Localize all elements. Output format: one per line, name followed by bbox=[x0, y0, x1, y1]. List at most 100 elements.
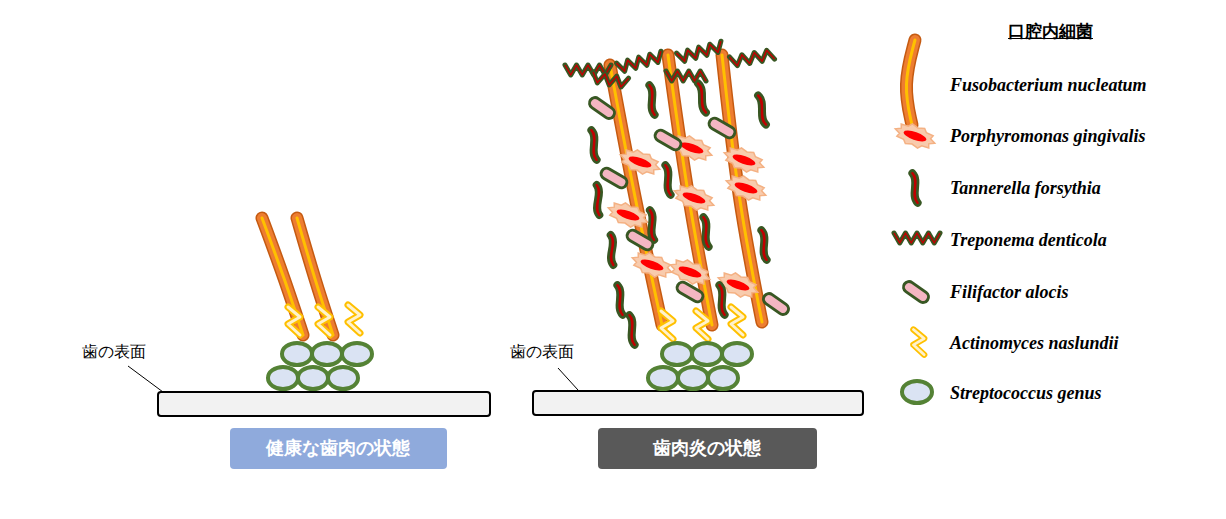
cell-halo bbox=[892, 119, 939, 153]
streptococcus-cell bbox=[298, 367, 328, 389]
cell-halo bbox=[667, 255, 714, 289]
porphyromonas-cell bbox=[617, 145, 664, 179]
actinomyces-cell bbox=[288, 307, 300, 335]
filifactor-cell bbox=[901, 279, 930, 304]
state-box: 健康な歯肉の状態 bbox=[230, 428, 447, 469]
cell-outline bbox=[318, 307, 330, 335]
streptococcus-cell bbox=[312, 343, 342, 365]
cell-body bbox=[707, 116, 737, 140]
spiral-body bbox=[666, 71, 706, 81]
cell-halo bbox=[605, 198, 652, 232]
filifactor-cell bbox=[625, 228, 655, 252]
rod-core bbox=[702, 217, 711, 247]
rod-core bbox=[648, 210, 656, 240]
rod-body bbox=[696, 83, 707, 113]
cell-core bbox=[913, 330, 924, 355]
streptococcus-cell bbox=[902, 381, 932, 403]
tannerella-rod bbox=[718, 285, 727, 315]
streptococcus-cell bbox=[722, 343, 752, 365]
spiral-core bbox=[729, 49, 774, 66]
streptococcus-cell bbox=[328, 367, 358, 389]
rod-body bbox=[590, 130, 599, 160]
tannerella-rod bbox=[609, 235, 615, 265]
rod-core bbox=[628, 315, 637, 345]
filifactor-cell bbox=[761, 291, 790, 316]
filifactor-cell bbox=[653, 128, 683, 152]
cell-halo bbox=[629, 248, 676, 282]
tooth-surface bbox=[158, 392, 490, 416]
tooth-surface bbox=[533, 391, 863, 415]
leader-line bbox=[128, 366, 163, 392]
rod-core bbox=[616, 285, 625, 315]
surface-label: 歯の表面 bbox=[82, 342, 146, 363]
rod-body bbox=[906, 40, 915, 125]
treponema-spiral bbox=[676, 41, 723, 63]
porphyromonas-cell bbox=[892, 119, 939, 153]
rod-core bbox=[664, 165, 673, 195]
cell-body bbox=[902, 128, 927, 144]
tannerella-rod bbox=[648, 85, 657, 115]
cell-body bbox=[675, 280, 705, 304]
leader-line bbox=[558, 368, 578, 390]
legend-entry: Treponema denticola bbox=[950, 230, 1107, 251]
cell-core bbox=[661, 311, 673, 339]
cell-body bbox=[639, 257, 664, 273]
cell-body bbox=[587, 95, 616, 120]
rod-body bbox=[609, 235, 615, 265]
cell-outline bbox=[661, 311, 673, 339]
streptococcus-cell bbox=[282, 343, 312, 365]
legend-entry: Actinomyces naslundii bbox=[950, 333, 1119, 354]
spiral-body bbox=[616, 51, 663, 73]
tannerella-rod bbox=[590, 130, 599, 160]
treponema-spiral bbox=[729, 49, 774, 66]
cell-core bbox=[731, 307, 743, 335]
cell-halo bbox=[617, 145, 664, 179]
rod-core bbox=[696, 83, 707, 113]
rod-outline bbox=[610, 65, 662, 325]
cell-halo bbox=[671, 181, 718, 215]
porphyromonas-cell bbox=[671, 181, 718, 215]
cell-body bbox=[625, 228, 655, 252]
rod-core bbox=[760, 230, 769, 260]
rod-body bbox=[616, 285, 625, 315]
spiral-core bbox=[616, 51, 663, 73]
streptococcus-cell bbox=[648, 367, 678, 389]
streptococcus-cell bbox=[342, 343, 372, 365]
spiral-body bbox=[729, 49, 774, 66]
porphyromonas-cell bbox=[667, 255, 714, 289]
cell-outline bbox=[348, 305, 360, 333]
rod-core bbox=[595, 185, 601, 215]
rod-core bbox=[609, 235, 615, 265]
treponema-spiral bbox=[591, 72, 628, 88]
rod-body bbox=[760, 230, 769, 260]
tannerella-rod bbox=[664, 165, 673, 195]
cell-body bbox=[627, 154, 652, 170]
cell-body bbox=[733, 180, 758, 196]
tannerella-rod bbox=[756, 95, 767, 125]
treponema-spiral bbox=[666, 71, 706, 81]
actinomyces-cell bbox=[731, 307, 743, 335]
cell-outline bbox=[731, 307, 743, 335]
rod-core bbox=[756, 95, 767, 125]
streptococcus-cell bbox=[708, 367, 738, 389]
tannerella-rod bbox=[760, 230, 769, 260]
filifactor-cell bbox=[587, 95, 616, 120]
spiral-core bbox=[666, 71, 706, 81]
filifactor-cell bbox=[599, 166, 629, 190]
filifactor-cell bbox=[675, 280, 705, 304]
spiral-core bbox=[676, 41, 723, 63]
rod-body bbox=[702, 217, 711, 247]
rod-body bbox=[648, 85, 657, 115]
cell-core bbox=[288, 307, 300, 335]
legend-entry: Filifactor alocis bbox=[950, 282, 1069, 303]
rod-core bbox=[911, 173, 920, 203]
tannerella-rod bbox=[696, 83, 707, 113]
cell-body bbox=[677, 264, 702, 280]
cell-halo bbox=[723, 171, 770, 205]
porphyromonas-cell bbox=[721, 143, 768, 177]
actinomyces-cell bbox=[661, 311, 673, 339]
streptococcus-cell bbox=[692, 343, 722, 365]
fusobacterium-rod bbox=[610, 65, 662, 325]
rod-outline bbox=[906, 40, 915, 125]
legend-title: 口腔内細菌 bbox=[1008, 20, 1093, 43]
